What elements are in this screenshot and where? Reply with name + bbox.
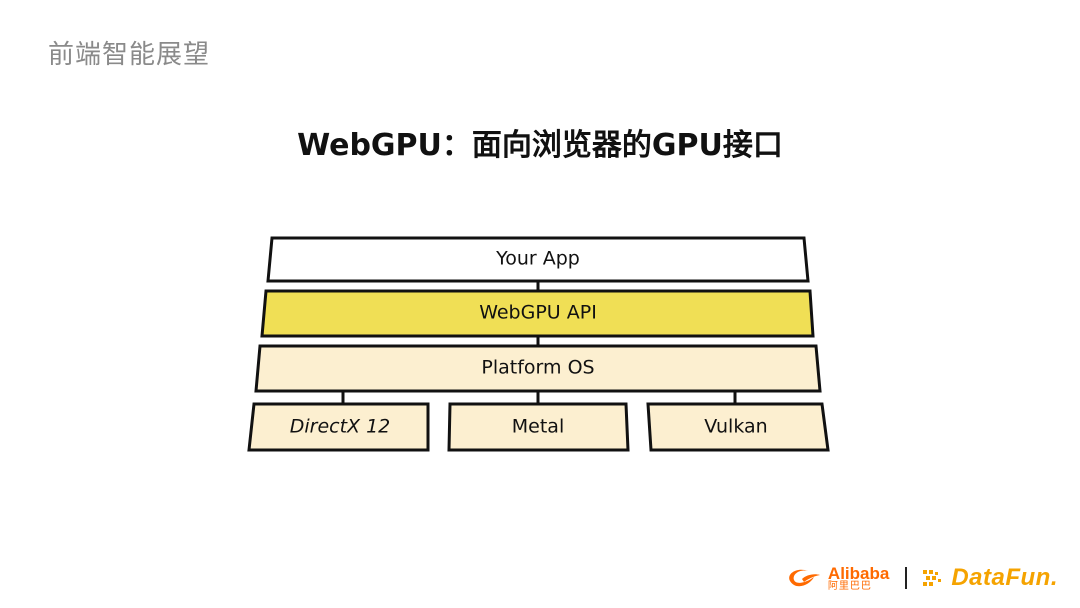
layer-webgpu-api: WebGPU API (260, 289, 815, 338)
layer-webgpu-api-box (260, 289, 815, 338)
layer-platform-os: Platform OS (254, 344, 822, 393)
backend-vulkan-label: Vulkan (704, 416, 767, 438)
backend-directx-label: DirectX 12 (290, 416, 391, 438)
backend-directx: DirectX 12 (247, 402, 430, 452)
backend-metal-label: Metal (512, 416, 564, 438)
logo-divider (905, 567, 908, 589)
layer-your-app-label: Your App (495, 248, 580, 270)
alibaba-logo: Alibaba 阿里巴巴 (784, 565, 889, 592)
alibaba-mark-icon (789, 569, 820, 587)
layer-webgpu-api-label: WebGPU API (479, 302, 597, 324)
datafun-wordmark: DataFun. (951, 564, 1058, 591)
backend-vulkan: Vulkan (646, 402, 830, 452)
layer-your-app: Your App (266, 236, 810, 283)
footer-logos: Alibaba 阿里巴巴 DataFun. (784, 558, 1058, 598)
alibaba-wordmark: Alibaba (827, 563, 890, 583)
section-title: 前端智能展望 (48, 40, 211, 70)
backend-directx-box (247, 402, 430, 452)
backend-vulkan-box (646, 402, 830, 452)
layer-your-app-box (266, 236, 810, 283)
datafun-mark-icon (923, 570, 942, 586)
layer-platform-os-label: Platform OS (481, 357, 594, 379)
layer-platform-os-box (254, 344, 822, 393)
datafun-logo: DataFun. (923, 564, 1058, 592)
backend-metal: Metal (447, 402, 630, 452)
connectors (341, 282, 737, 404)
backend-metal-box (447, 402, 630, 452)
slide-title: WebGPU：面向浏览器的GPU接口 (297, 128, 783, 163)
alibaba-cn-wordmark: 阿里巴巴 (827, 580, 872, 592)
